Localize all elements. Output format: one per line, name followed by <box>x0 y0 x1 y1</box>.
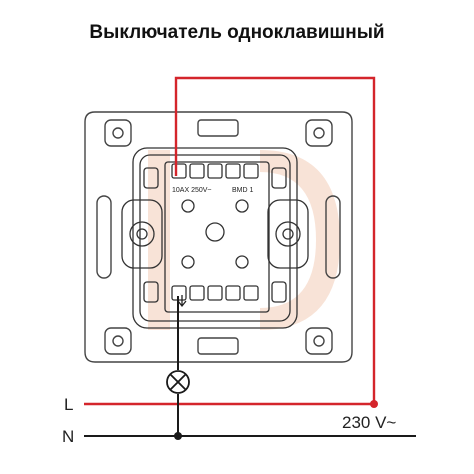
arrow-down-icon <box>177 295 187 308</box>
mounting-plate <box>84 111 353 363</box>
model-label: BMD 1 <box>232 187 254 194</box>
switch-mechanism <box>121 147 309 329</box>
live-line-label: L <box>64 395 73 414</box>
lamp-icon <box>166 370 190 394</box>
voltage-label: 230 V~ <box>342 413 396 432</box>
live-junction <box>370 400 378 408</box>
rating-label: 10AX 250V~ <box>172 187 212 194</box>
neutral-line-label: N <box>62 427 74 446</box>
diagram-title: Выключатель одноклавишный <box>89 22 385 43</box>
live-wire <box>84 76 376 406</box>
